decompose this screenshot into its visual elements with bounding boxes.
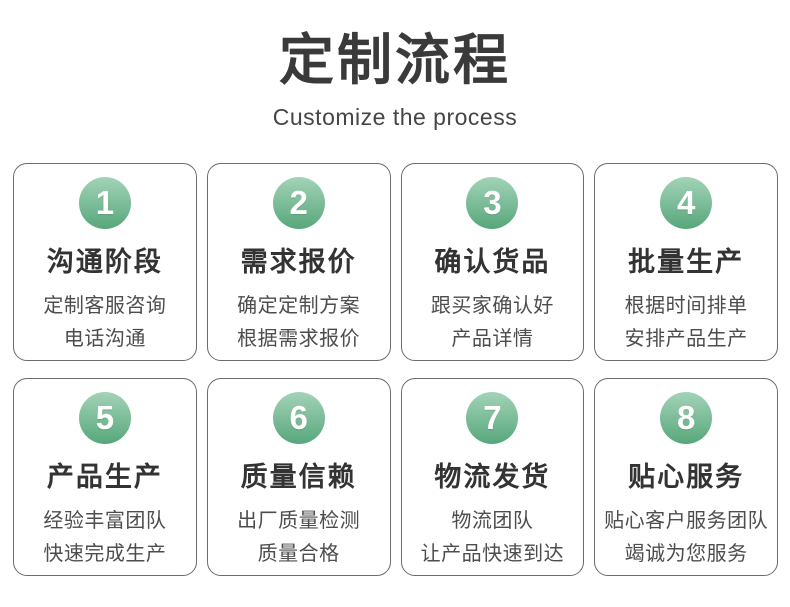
process-step-card: 2 需求报价 确定定制方案 根据需求报价 <box>206 162 391 361</box>
step-number-badge: 1 <box>78 176 131 229</box>
step-description-line-1: 根据时间排单 <box>624 295 748 318</box>
step-description: 贴心客户服务团队 竭诚为您服务 <box>595 505 777 570</box>
step-number-badge: 8 <box>660 391 713 444</box>
step-description-line-2: 快速完成生产 <box>43 542 167 565</box>
step-number: 6 <box>289 399 308 437</box>
step-number-badge: 2 <box>272 176 325 229</box>
page-header: 定制流程 Customize the process <box>0 29 790 131</box>
step-description-line-2: 安排产品生产 <box>624 327 748 350</box>
step-title: 贴心服务 <box>628 461 745 492</box>
step-number: 3 <box>483 184 502 222</box>
step-number-badge: 3 <box>466 176 519 229</box>
step-number-badge: 6 <box>272 391 325 444</box>
step-description: 跟买家确认好 产品详情 <box>402 290 584 355</box>
step-description-line-2: 竭诚为您服务 <box>624 542 748 565</box>
step-description: 出厂质量检测 质量合格 <box>208 505 390 570</box>
process-step-card: 8 贴心服务 贴心客户服务团队 竭诚为您服务 <box>594 377 778 576</box>
step-description: 物流团队 让产品快速到达 <box>402 505 584 570</box>
process-step-card: 6 质量信赖 出厂质量检测 质量合格 <box>206 377 391 576</box>
step-description-line-2: 让产品快速到达 <box>420 542 565 565</box>
step-number: 1 <box>95 184 115 222</box>
step-description: 确定定制方案 根据需求报价 <box>208 290 390 355</box>
step-number-badge: 7 <box>466 391 519 444</box>
page-subtitle: Customize the process <box>272 103 518 130</box>
page-title: 定制流程 <box>278 29 511 91</box>
process-step-card: 7 物流发货 物流团队 让产品快速到达 <box>400 377 585 576</box>
step-number: 5 <box>95 399 115 437</box>
step-description: 根据时间排单 安排产品生产 <box>595 290 777 355</box>
step-title: 产品生产 <box>46 461 163 492</box>
step-description-line-1: 跟买家确认好 <box>430 295 554 318</box>
step-description: 定制客服咨询 电话沟通 <box>14 290 196 355</box>
step-title: 物流发货 <box>434 461 551 492</box>
step-description-line-2: 电话沟通 <box>63 327 146 350</box>
step-title: 确认货品 <box>434 246 551 277</box>
step-description-line-1: 出厂质量检测 <box>237 510 361 533</box>
step-description-line-2: 产品详情 <box>451 327 534 350</box>
step-title: 需求报价 <box>240 246 357 277</box>
process-step-card: 4 批量生产 根据时间排单 安排产品生产 <box>594 162 778 361</box>
step-description-line-1: 经验丰富团队 <box>43 510 167 533</box>
step-number: 8 <box>676 399 696 437</box>
process-step-card: 5 产品生产 经验丰富团队 快速完成生产 <box>13 377 197 576</box>
step-number: 2 <box>289 184 308 222</box>
step-description-line-1: 确定定制方案 <box>237 295 361 318</box>
step-description-line-1: 定制客服咨询 <box>43 295 167 318</box>
step-number-badge: 4 <box>660 176 713 229</box>
step-description-line-1: 物流团队 <box>451 510 534 533</box>
step-title: 沟通阶段 <box>46 246 163 277</box>
step-title: 批量生产 <box>628 246 745 277</box>
process-grid: 1 沟通阶段 定制客服咨询 电话沟通 2 需求报价 确定定制方案 根据需求报价 … <box>13 162 778 576</box>
step-description-line-2: 根据需求报价 <box>237 327 361 350</box>
step-number: 7 <box>483 399 502 437</box>
step-number-badge: 5 <box>78 391 131 444</box>
step-number: 4 <box>676 184 696 222</box>
infographic-page: 定制流程 Customize the process 1 沟通阶段 定制客服咨询… <box>0 29 790 607</box>
step-description: 经验丰富团队 快速完成生产 <box>14 505 196 570</box>
process-step-card: 1 沟通阶段 定制客服咨询 电话沟通 <box>13 162 197 361</box>
step-description-line-1: 贴心客户服务团队 <box>604 510 769 533</box>
process-step-card: 3 确认货品 跟买家确认好 产品详情 <box>400 162 585 361</box>
step-title: 质量信赖 <box>240 461 357 492</box>
step-description-line-2: 质量合格 <box>257 542 340 565</box>
